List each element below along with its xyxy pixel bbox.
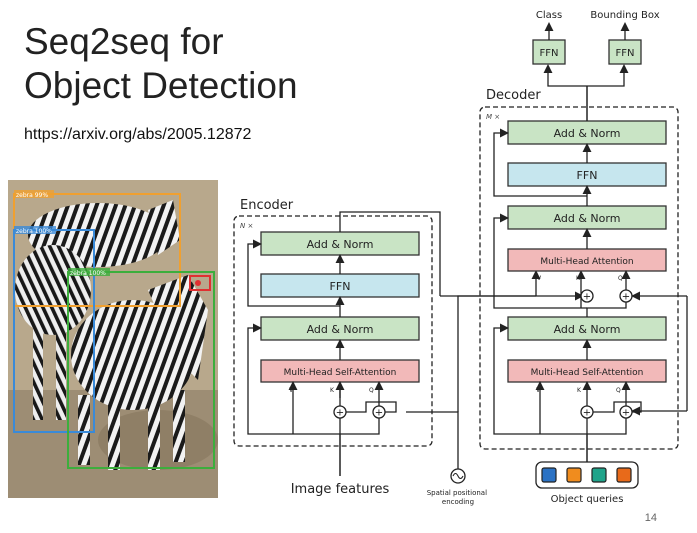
label: FFN <box>540 48 559 59</box>
cross-input-k: K <box>576 275 581 282</box>
encoder-frame <box>233 215 433 447</box>
svg-text:+: + <box>375 408 383 419</box>
encoder-repeat: N × <box>240 222 253 230</box>
detection-box-green <box>67 271 215 469</box>
zebra-photo: zebra 99% zebra 100% zebra 100% <box>8 180 218 498</box>
object-queries-box <box>535 461 639 489</box>
self-input-k: K <box>577 387 582 394</box>
encoder-title: Encoder <box>240 198 294 213</box>
query-token <box>591 467 607 483</box>
svg-text:+: + <box>336 408 344 419</box>
svg-text:+: + <box>583 408 591 419</box>
query-token <box>616 467 632 483</box>
detection-label: zebra 99% <box>16 192 48 199</box>
image-features-label: Image features <box>291 482 390 497</box>
decoder-title: Decoder <box>486 88 541 103</box>
decoder-repeat: M × <box>486 113 500 121</box>
slide-title: Seq2seq for Object Detection <box>24 21 298 106</box>
cross-input-v: V <box>537 275 542 282</box>
label: Multi-Head Self-Attention <box>531 368 644 378</box>
paper-link[interactable]: https://arxiv.org/abs/2005.12872 <box>24 126 252 143</box>
detection-label: zebra 100% <box>16 228 52 235</box>
encoder-input-q: Q <box>369 387 374 394</box>
label: Multi-Head Self-Attention <box>284 368 397 378</box>
cross-add-k <box>580 289 594 303</box>
encoder-input-v: V <box>289 387 294 394</box>
self-input-v: V <box>536 387 541 394</box>
decoder-frame <box>479 106 679 450</box>
detection-label: zebra 100% <box>70 270 106 277</box>
detr-diagram: Encoder N × Add & Norm FFN Add & Norm Mu… <box>233 10 688 506</box>
label: FFN <box>616 48 635 59</box>
zebra-front <box>71 275 208 470</box>
query-token <box>541 467 557 483</box>
slide-number: 14 <box>644 512 657 524</box>
self-input-q: Q <box>616 387 621 394</box>
label: FFN <box>330 280 351 293</box>
encoder-input-k: K <box>330 387 335 394</box>
label: Multi-Head Attention <box>540 257 633 267</box>
cross-input-q: Q <box>618 275 623 282</box>
query-token <box>566 467 582 483</box>
label: Add & Norm <box>307 323 374 336</box>
svg-text:+: + <box>622 292 630 303</box>
positional-encoding-label: Spatial positional encoding <box>427 489 490 506</box>
detection-box-red <box>189 275 211 291</box>
bbox-output-label: Bounding Box <box>590 10 659 21</box>
label: Add & Norm <box>554 323 621 336</box>
label: Add & Norm <box>554 127 621 140</box>
svg-text:+: + <box>622 408 630 419</box>
class-output-label: Class <box>536 10 562 21</box>
object-queries-label: Object queries <box>551 494 624 505</box>
zebra-left <box>15 245 91 420</box>
label: FFN <box>577 169 598 182</box>
label: Add & Norm <box>307 238 374 251</box>
bbox-ffn <box>608 39 642 65</box>
label: Add & Norm <box>554 212 621 225</box>
svg-text:+: + <box>583 292 591 303</box>
